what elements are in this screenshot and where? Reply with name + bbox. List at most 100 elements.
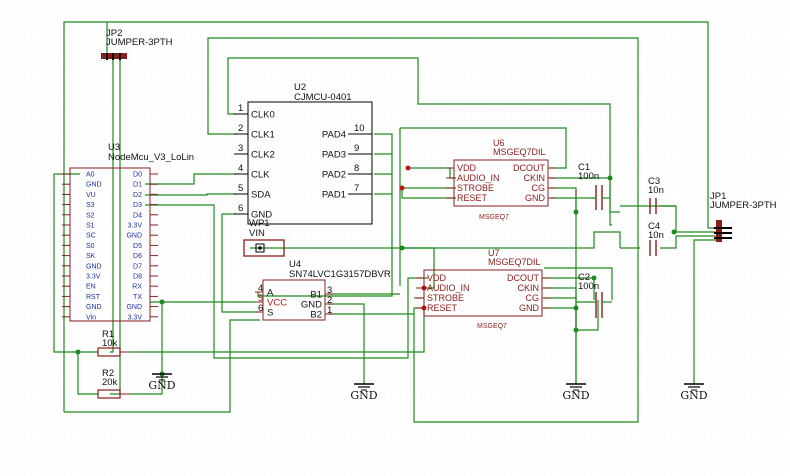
- u4-value: SN74LVC1G3157DBVR: [289, 269, 391, 280]
- msgeq7-u7[interactable]: U7 MSGEQ7DIL MSGEQ7 VDDAUDIO_INSTROBERES…: [416, 248, 550, 330]
- capacitor-c3[interactable]: C3 10n: [648, 176, 664, 214]
- u2-pin-name: CLK2: [251, 150, 275, 161]
- gnd-symbol: GND: [680, 383, 708, 402]
- u3-pin-right: D1: [133, 182, 142, 189]
- junction-dot: [399, 245, 405, 251]
- c2-value: 100n: [578, 281, 599, 292]
- u4-pin-name: GND: [301, 300, 322, 311]
- wp1-value: VIN: [249, 228, 265, 239]
- u3-pin-right: RX: [132, 284, 142, 291]
- u7-pin-right: CKIN: [517, 283, 539, 293]
- jumper-jp1[interactable]: JP1 JUMPER-3PTH: [710, 191, 777, 242]
- junction-dot: [591, 275, 597, 281]
- u6-pin-right: GND: [525, 193, 546, 203]
- r1-ref: R1: [102, 329, 114, 340]
- u2-pin-name: PAD1: [322, 190, 346, 201]
- u6-pin-left: STROBE: [457, 183, 494, 193]
- capacitor-c2[interactable]: C2 100n: [576, 272, 612, 318]
- jp2-ref: JP2: [106, 28, 122, 39]
- junction-dot: [573, 209, 579, 215]
- u3-pin-right: TX: [133, 294, 142, 301]
- gnd-symbol: GND: [562, 383, 590, 402]
- u4-body: [262, 279, 326, 321]
- u2-pin-number: 9: [354, 143, 359, 154]
- u2-pin-number: 5: [238, 183, 243, 194]
- u3-pin-right: D7: [133, 263, 142, 270]
- u4-pin-number: 2: [327, 295, 332, 306]
- u3-pin-right: D4: [133, 212, 142, 219]
- wire-pad-wp1[interactable]: WP1 VIN: [243, 218, 285, 257]
- u3-pin-left: GND: [86, 304, 102, 311]
- u3-pin-right: D0: [133, 172, 142, 179]
- u3-ref: U3: [108, 142, 120, 153]
- gnd-label: GND: [148, 379, 175, 392]
- u4-pin-number: 3: [327, 285, 332, 296]
- resistor-r1[interactable]: R1 10k: [97, 329, 130, 357]
- jumper-jp2[interactable]: JP2 JUMPER-3PTH: [101, 28, 173, 60]
- u7-pin-left: STROBE: [427, 293, 464, 303]
- u3-pin-left: RST: [86, 294, 101, 301]
- junction-dot: [573, 327, 579, 333]
- u3-pin-right: GND: [126, 233, 142, 240]
- u4-pin-number: 6: [258, 303, 263, 314]
- u2-ref: U2: [294, 82, 306, 93]
- u3-pin-right: D2: [133, 192, 142, 199]
- jp1-body: [716, 220, 722, 242]
- junction-dot: [75, 349, 81, 355]
- cjmcu-u2[interactable]: U2 CJMCU-0401 1CLK02CLK13CLK24CLK5SDA6GN…: [234, 82, 373, 225]
- c3-value: 10n: [648, 185, 664, 196]
- u3-pin-right: D5: [133, 243, 142, 250]
- jp1-value: JUMPER-3PTH: [710, 200, 777, 211]
- u7-body: [423, 269, 543, 317]
- u6-body: [453, 159, 549, 207]
- u6-value: MSGEQ7DIL: [493, 147, 546, 157]
- capacitor-c4[interactable]: C4 10n: [648, 221, 664, 256]
- capacitor-c1[interactable]: C1 100n: [575, 162, 610, 210]
- u2-pin-number: 1: [238, 103, 243, 114]
- u3-pin-left: S3: [86, 202, 95, 209]
- u2-pin-name: CLK0: [251, 110, 275, 121]
- u3-body: [69, 167, 151, 322]
- u6-footprint: MSGEQ7: [479, 214, 509, 221]
- u3-pin-right: 3.3V: [128, 223, 143, 230]
- u3-pin-left: S1: [86, 223, 95, 230]
- u3-pin-right: D6: [133, 253, 142, 260]
- c4-value: 10n: [648, 230, 664, 241]
- gnd-symbol: GND: [148, 373, 176, 392]
- jp1-ref: JP1: [710, 191, 726, 202]
- u6-pin-left: RESET: [457, 193, 488, 203]
- wp1-pad-center: [258, 246, 262, 250]
- u3-pin-right: D3: [133, 202, 142, 209]
- u6-pin-right: CKIN: [523, 173, 545, 183]
- nodemcu-u3[interactable]: U3 NodeMcu_V3_LoLin A0GNDVUS3S2S1SCS0SKG…: [62, 142, 194, 322]
- u7-pin-left: RESET: [427, 303, 458, 313]
- junction-dot: [399, 185, 405, 191]
- r2-ref: R2: [102, 368, 114, 379]
- u2-pin-name: PAD3: [322, 150, 346, 161]
- u2-pin-name: CLK: [251, 170, 270, 181]
- u6-pin-right: DCOUT: [513, 163, 545, 173]
- c1-value: 100n: [578, 171, 599, 182]
- u2-value: CJMCU-0401: [294, 92, 352, 103]
- msgeq7-u6[interactable]: U6 MSGEQ7DIL MSGEQ7 VDDAUDIO_INSTROBERES…: [446, 138, 556, 221]
- u3-pin-left: GND: [86, 263, 102, 270]
- junction-dot: [671, 229, 677, 235]
- u7-footprint: MSGEQ7: [477, 323, 507, 330]
- u2-pin-name: CLK1: [251, 130, 275, 141]
- u4-pin-name: A: [267, 288, 274, 299]
- u2-body: [247, 101, 373, 225]
- u4-pin-number: 4: [258, 283, 263, 294]
- gnd-symbol: GND: [350, 383, 378, 402]
- u3-pin-left: S2: [86, 212, 95, 219]
- u3-pin-left: SK: [86, 253, 96, 260]
- u2-pin-number: 10: [354, 123, 365, 134]
- u2-pin-name: PAD4: [322, 130, 346, 141]
- u2-pin-number: 2: [238, 123, 243, 134]
- wp1-body: [243, 239, 285, 257]
- resistor-r2[interactable]: R2 20k: [97, 368, 130, 399]
- u4-ref: U4: [289, 259, 301, 270]
- junction-dot: [573, 305, 579, 311]
- u4-pin-name: VCC: [267, 298, 287, 309]
